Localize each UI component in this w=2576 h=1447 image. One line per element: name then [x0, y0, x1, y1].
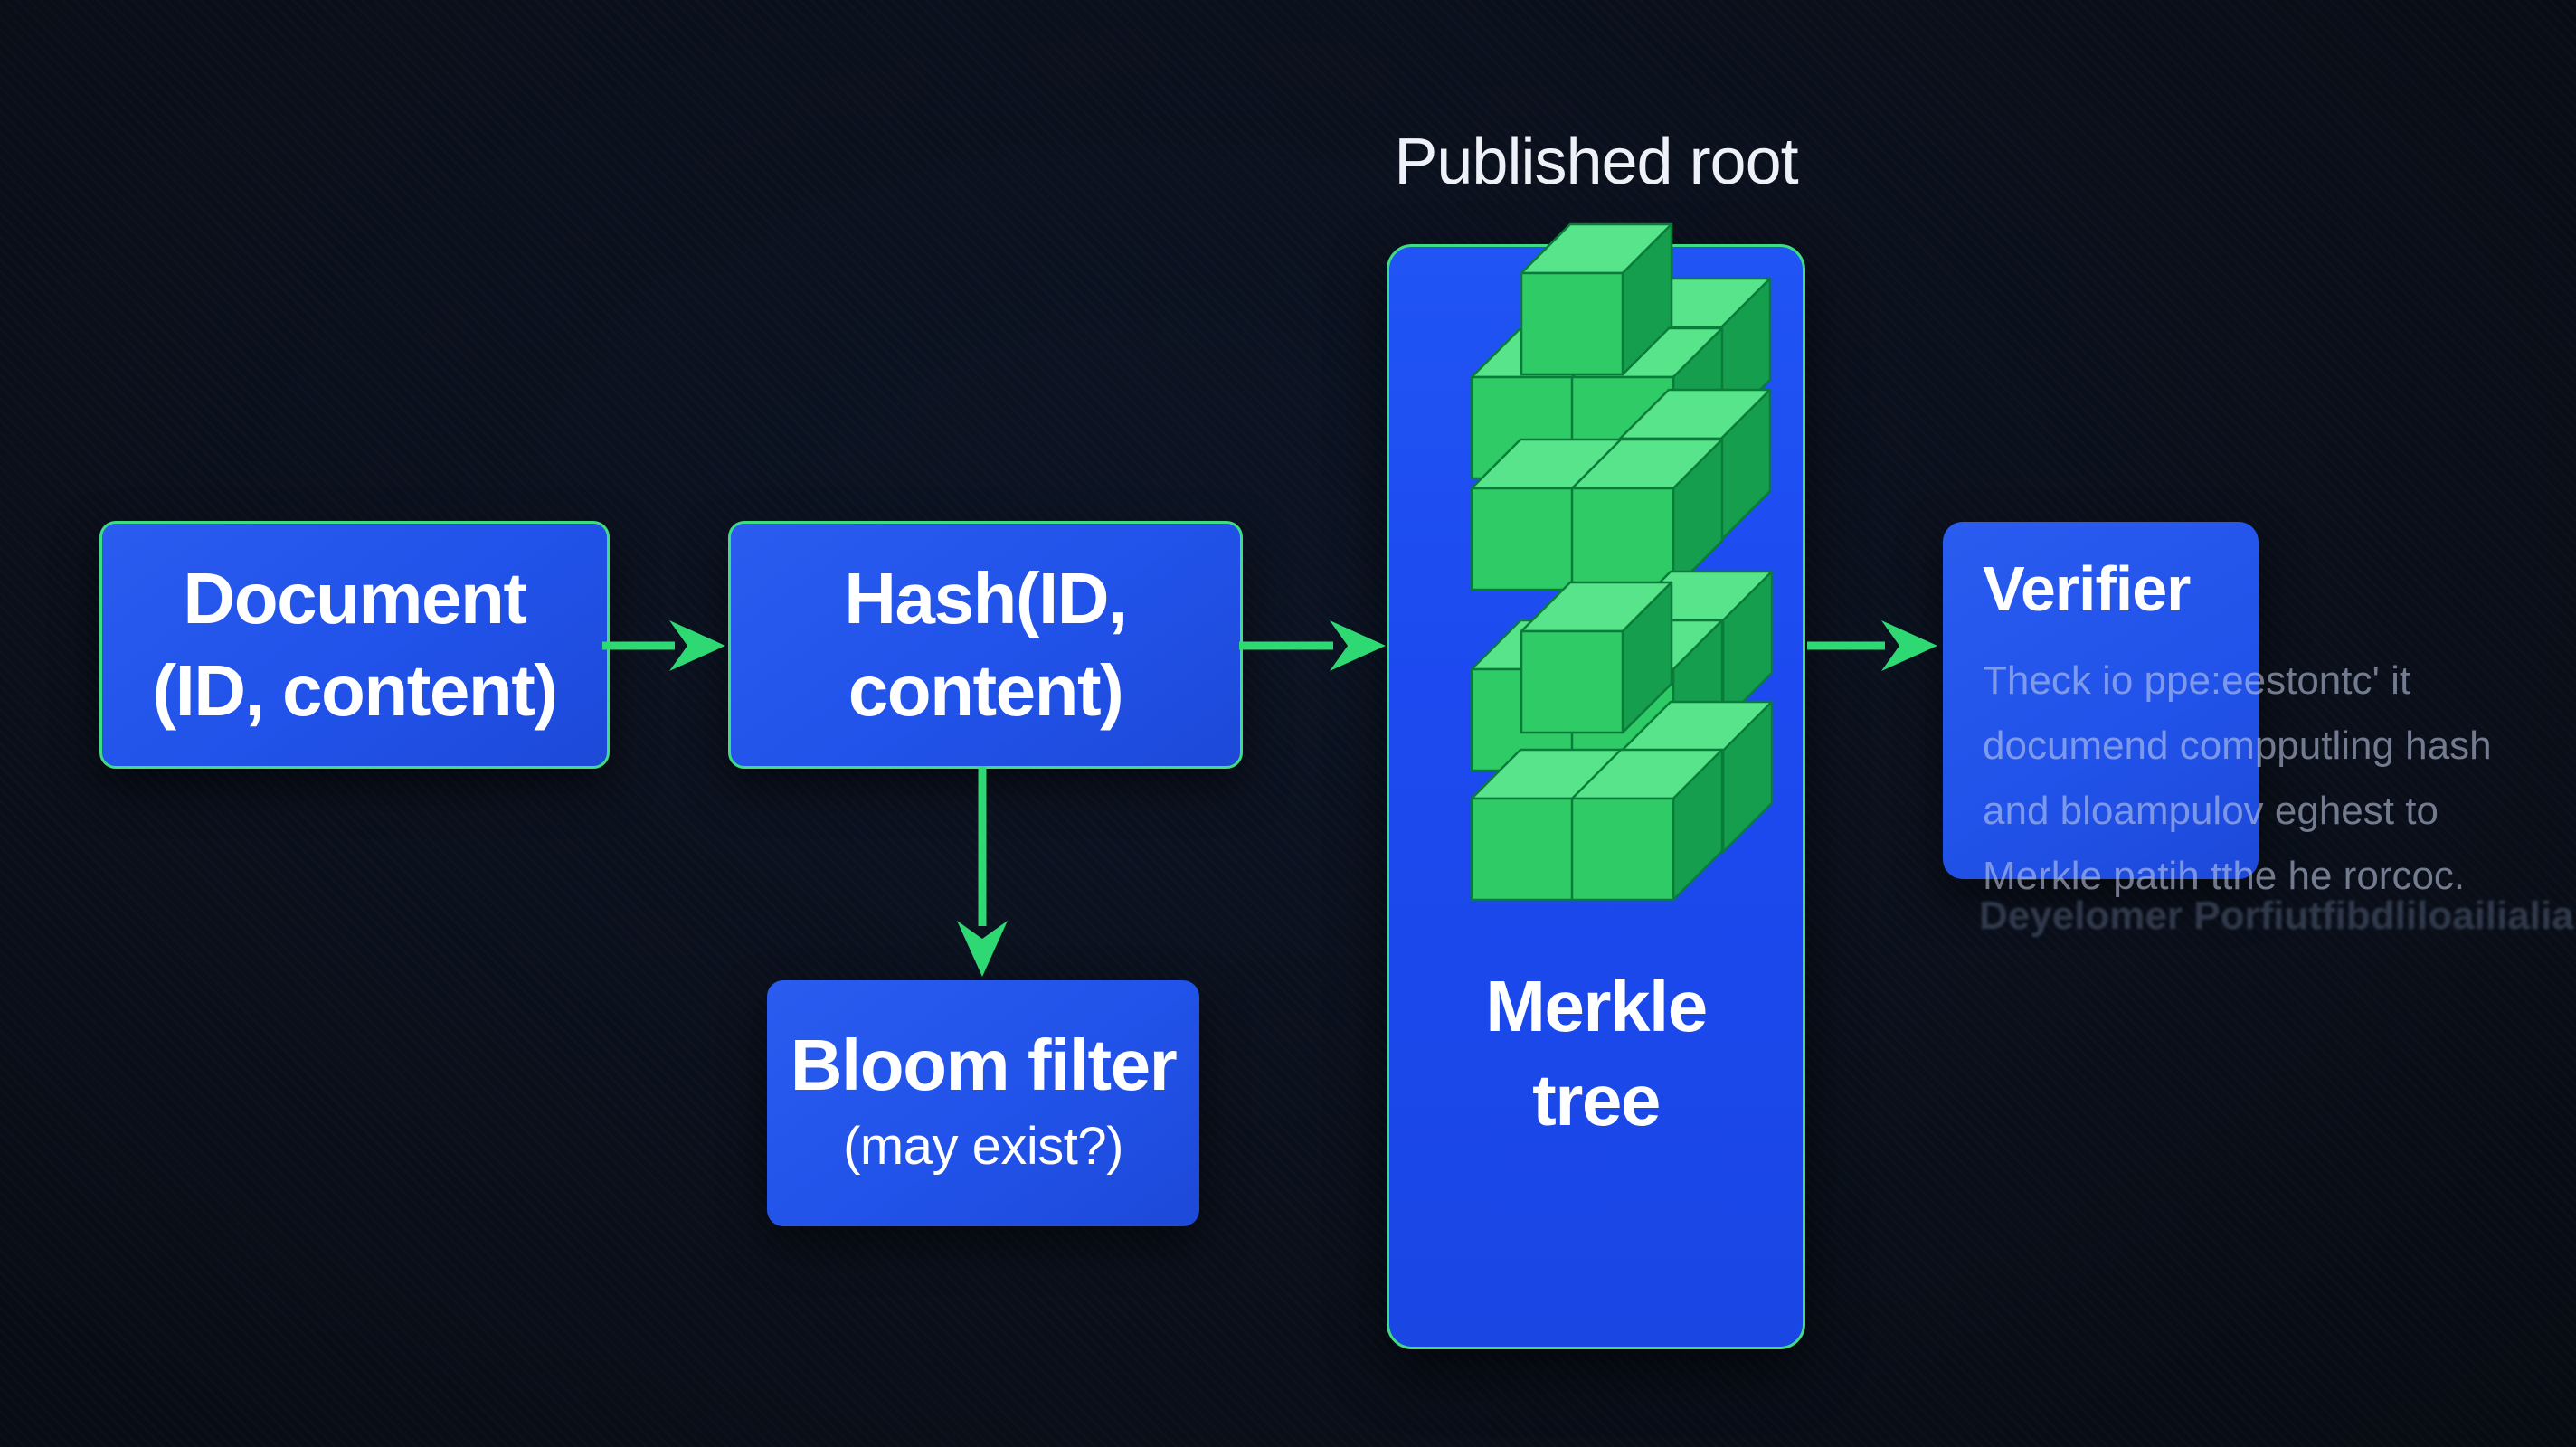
merkle-cubes-illustration [1470, 222, 1774, 902]
verifier-title: Verifier [1983, 553, 2191, 624]
ghost-watermark-text: Deyelomer Porfiutfibdliloailialia [1979, 894, 2574, 938]
merkle-label-line2: tree [1532, 1060, 1661, 1140]
published-root-label: Published root [1394, 126, 1798, 198]
merkle-tree-panel: Merkle tree [1387, 222, 1805, 1349]
verifier-node: Verifier Theck io ppe:eestontc' it docum… [1943, 522, 2492, 898]
bloom-filter-subtitle: (may exist?) [843, 1117, 1123, 1176]
verifier-note-line3: and bloampulov eghest to [1983, 789, 2439, 833]
document-node: Document (ID, content) [99, 521, 610, 769]
document-node-line2: (ID, content) [152, 650, 558, 731]
merkle-label-line1: Merkle [1485, 966, 1708, 1046]
verifier-note-line1: Theck io ppe:eestontc' it [1983, 658, 2411, 703]
bloom-filter-title: Bloom filter [790, 1025, 1178, 1105]
hash-node: Hash(ID, content) [728, 521, 1243, 769]
verifier-note: Theck io ppe:eestontc' it documend compp… [1983, 648, 2492, 909]
hash-node-line2: content) [848, 650, 1124, 731]
document-node-line1: Document [183, 558, 527, 638]
merkle-tree-label: Merkle tree [1389, 960, 1803, 1148]
hash-node-line1: Hash(ID, [844, 558, 1128, 638]
verifier-note-line2: documend compputling hash [1983, 724, 2492, 768]
verifier-note-line4: Merkle patih tthe he rorcoc. [1983, 854, 2466, 898]
bloom-filter-node: Bloom filter (may exist?) [767, 980, 1199, 1226]
